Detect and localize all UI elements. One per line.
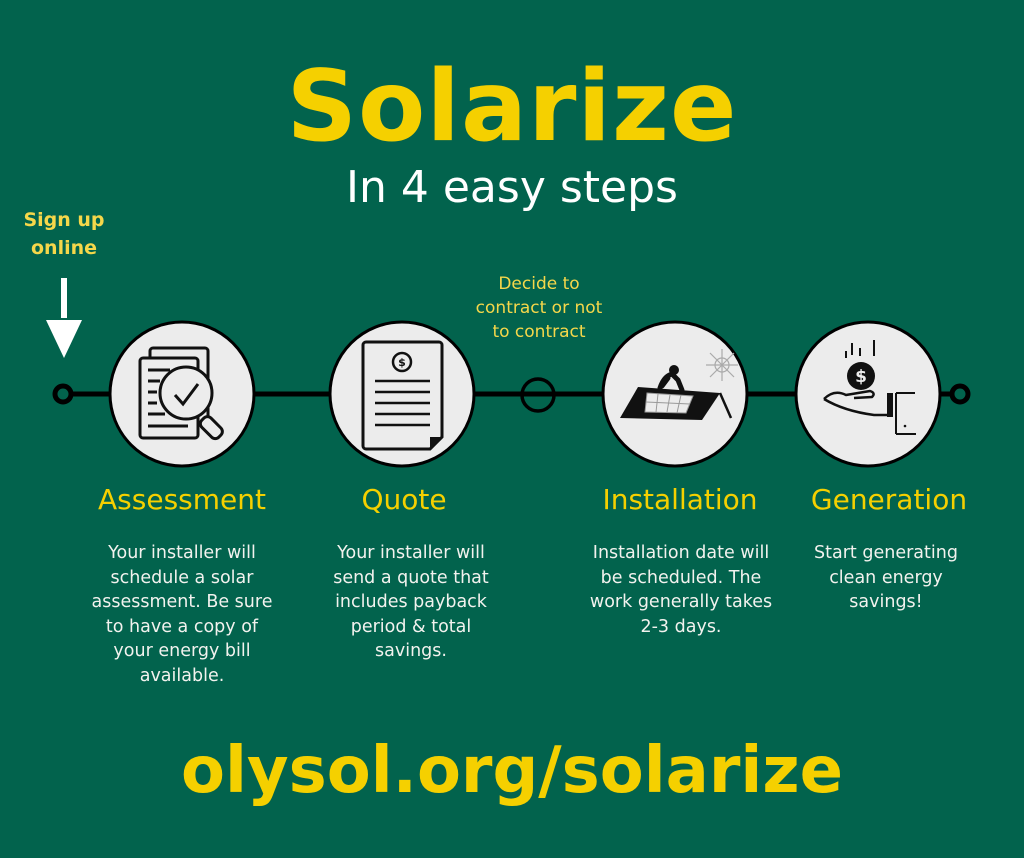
sign-up-label[interactable]: Sign up online — [8, 206, 120, 262]
description-line: Your installer will — [337, 543, 485, 563]
description-line: send a quote that — [333, 567, 489, 588]
description-line: Your installer will — [108, 543, 256, 563]
website-link[interactable]: olysol.org/solarize — [181, 734, 843, 808]
sign-up-label-line: Sign up — [23, 209, 105, 231]
end-node-icon — [949, 383, 971, 405]
description-line: Installation date will — [592, 543, 770, 563]
description-line: to have a copy of — [105, 616, 259, 637]
timeline: $ $ — [46, 278, 971, 468]
decision-label-line: to contract — [492, 322, 586, 342]
sign-up-label-line: online — [30, 237, 98, 259]
page-title: Solarize — [286, 50, 738, 164]
description-line: period & total — [350, 616, 472, 637]
assessment-magnifier-icon — [108, 320, 256, 468]
generation-hand-coin-icon: $ — [794, 320, 942, 468]
step-description-assessment: Your installer will schedule a solar ass… — [72, 541, 292, 688]
step-title-generation: Generation — [810, 483, 968, 516]
description-line: available. — [139, 665, 225, 686]
decision-node-icon — [520, 377, 556, 413]
installation-roof-icon — [601, 320, 749, 468]
description-line: savings! — [849, 592, 923, 612]
description-line: Start generating — [814, 543, 958, 563]
description-line: clean energy — [829, 567, 943, 588]
description-line: savings. — [375, 641, 447, 661]
svg-text:$: $ — [855, 367, 867, 387]
arrow-down-icon — [46, 278, 82, 358]
page-subtitle: In 4 easy steps — [346, 162, 678, 213]
step-description-generation: Start generating clean energy savings! — [792, 541, 980, 615]
description-line: assessment. Be sure — [91, 592, 273, 612]
step-title-assessment: Assessment — [98, 483, 266, 516]
description-line: work generally takes — [589, 592, 773, 612]
decision-label: Decide to contract or not to contract — [444, 272, 634, 344]
step-description-quote: Your installer will send a quote that in… — [306, 541, 516, 664]
decision-label-line: contract or not — [475, 298, 603, 318]
description-line: 2-3 days. — [640, 616, 722, 637]
description-line: schedule a solar — [110, 567, 254, 588]
description-line: be scheduled. The — [600, 567, 762, 588]
step-description-installation: Installation date will be scheduled. The… — [566, 541, 796, 639]
svg-text:$: $ — [398, 356, 406, 369]
decision-label-line: Decide to — [498, 274, 580, 294]
step-title-installation: Installation — [602, 483, 758, 516]
step-title-quote: Quote — [361, 483, 447, 516]
start-node-icon — [52, 383, 74, 405]
quote-document-icon: $ — [328, 320, 476, 468]
description-line: your energy bill — [113, 641, 251, 661]
description-line: includes payback — [335, 592, 487, 612]
